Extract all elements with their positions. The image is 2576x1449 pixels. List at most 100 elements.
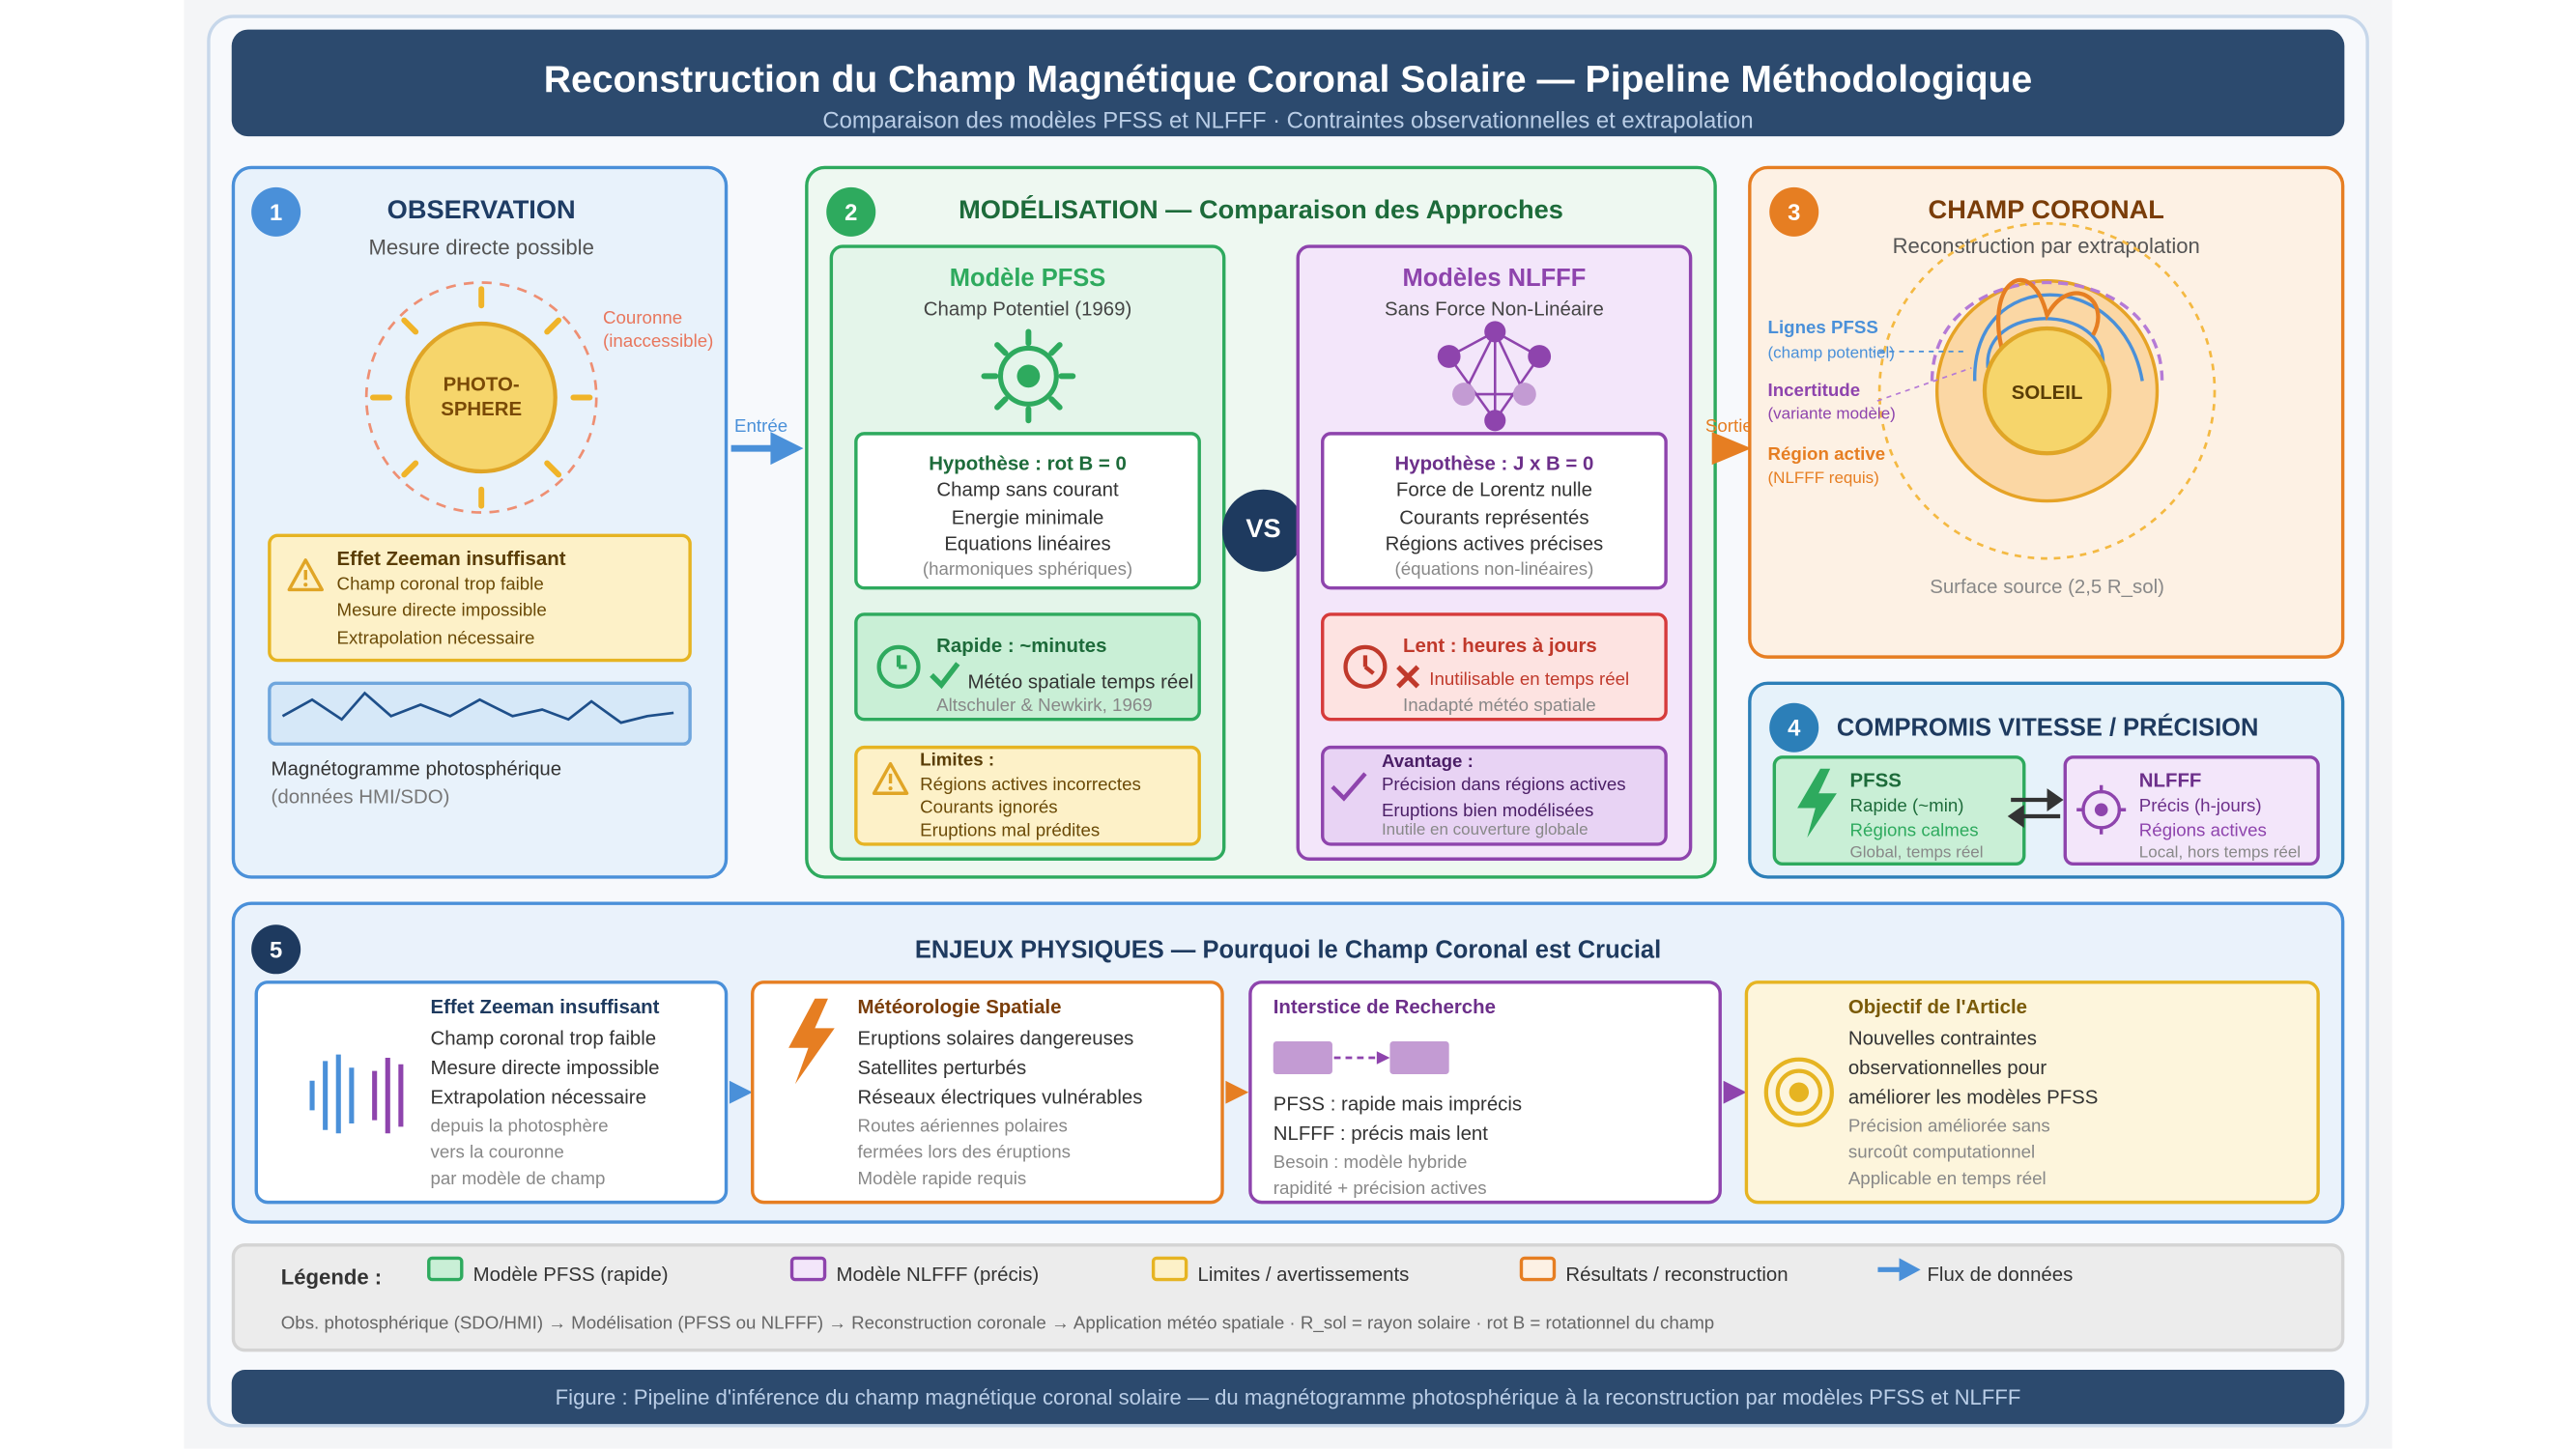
stake-gap-title: Interstice de Recherche	[1273, 995, 1496, 1019]
pfss-hypothesis-line-3: Equations linéaires	[944, 531, 1111, 555]
sortie-label: Sortie	[1704, 416, 1750, 438]
stake-gap-line-1: PFSS : rapide mais imprécis	[1273, 1092, 1523, 1116]
zeeman-line-1: Champ coronal trop faible	[336, 575, 544, 595]
legend-swatch-limits	[1151, 1256, 1188, 1282]
stake-gap-note-2: rapidité + précision actives	[1273, 1179, 1487, 1200]
pfss-hypothesis-box	[854, 432, 1201, 590]
stake-objective-line-1: Nouvelles contraintes	[1847, 1026, 2037, 1050]
pfss-speed-title: Rapide : ~minutes	[936, 634, 1107, 658]
nlfff-advantage-2: Eruptions bien modélisées	[1381, 801, 1594, 822]
step-number-4: 4	[1769, 702, 1819, 753]
step-number-1: 1	[251, 186, 301, 237]
observation-subtitle: Mesure directe possible	[368, 235, 594, 260]
tradeoff-pfss-usage: Global, temps réel	[1849, 843, 1984, 863]
stake-zeeman-note-1: depuis la photosphère	[430, 1117, 609, 1137]
uncertainty-sublabel: (variante modèle)	[1767, 405, 1896, 424]
coronal-title: CHAMP CORONAL	[1928, 197, 2164, 225]
nlfff-title: Modèles NLFFF	[1402, 264, 1587, 293]
nlfff-subtitle: Sans Force Non-Linéaire	[1385, 297, 1604, 321]
stake-objective-note-1: Précision améliorée sans	[1847, 1117, 2050, 1137]
advantage-check-icon	[1331, 772, 1367, 802]
stake-weather-note-1: Routes aériennes polaires	[857, 1117, 1068, 1137]
observation-panel	[231, 165, 729, 879]
step-number-2: 2	[826, 186, 876, 237]
cross-icon	[1396, 665, 1420, 689]
zeeman-warning-box	[268, 533, 692, 663]
entree-label: Entrée	[734, 416, 788, 438]
stake-card-objective	[1744, 980, 2320, 1205]
legend-item-flow: Flux de données	[1927, 1263, 2074, 1287]
pfss-lines-label: Lignes PFSS	[1767, 318, 1878, 339]
pfss-hypothesis-line-2: Energie minimale	[951, 505, 1104, 529]
nlfff-advantage-title: Avantage :	[1381, 752, 1474, 773]
stake-weather-line-3: Réseaux électriques vulnérables	[857, 1085, 1143, 1109]
warning-icon	[287, 558, 324, 592]
modelisation-title: MODÉLISATION — Comparaison des Approches	[959, 197, 1563, 225]
step-number-3: 3	[1769, 186, 1819, 237]
stake-arrow-2-icon	[1225, 1080, 1249, 1104]
nlfff-hypothesis-box	[1321, 432, 1668, 590]
legend-item-limits: Limites / avertissements	[1197, 1263, 1410, 1287]
sun-label: SOLEIL	[2011, 381, 2083, 405]
gap-bridge-icon	[1273, 1040, 1449, 1074]
legend-box	[231, 1243, 2345, 1352]
slow-clock-icon	[1343, 644, 1388, 689]
nlfff-hypothesis-note: (équations non-linéaires)	[1394, 559, 1594, 581]
clock-icon	[876, 644, 921, 689]
pfss-hypothesis-title: Hypothèse : rot B = 0	[929, 451, 1127, 475]
magnetogram-label: Magnétogramme photosphérique	[271, 756, 562, 781]
lightning-bolt-icon	[788, 998, 835, 1085]
stake-zeeman-note-3: par modèle de champ	[430, 1169, 606, 1190]
stake-weather-line-1: Eruptions solaires dangereuses	[857, 1026, 1134, 1050]
spectral-lines-icon	[309, 1054, 404, 1134]
tradeoff-pfss-speed: Rapide (~min)	[1849, 796, 1964, 817]
uncertainty-label: Incertitude	[1767, 381, 1861, 401]
target-crosshair-icon	[2076, 784, 2127, 835]
stake-objective-line-2: observationnelles pour	[1847, 1056, 2047, 1080]
header-banner: Reconstruction du Champ Magnétique Coron…	[231, 29, 2345, 137]
stake-objective-title: Objectif de l'Article	[1847, 995, 2027, 1019]
zeeman-line-2: Mesure directe impossible	[336, 601, 547, 621]
pfss-speed-text: Météo spatiale temps réel	[967, 669, 1194, 694]
page-subtitle: Comparaison des modèles PFSS et NLFFF · …	[822, 106, 1754, 133]
magnetogram-box	[268, 681, 692, 746]
tradeoff-nlfff-usage: Local, hors temps réel	[2138, 843, 2302, 863]
pfss-limits-box	[854, 745, 1201, 846]
nlfff-speed-box	[1321, 612, 1668, 722]
legend-swatch-nlfff	[789, 1256, 827, 1282]
tradeoff-pfss-scope: Régions calmes	[1849, 821, 1979, 841]
magnetogram-signal-icon	[281, 691, 674, 724]
stake-gap-line-2: NLFFF : précis mais lent	[1273, 1122, 1488, 1146]
active-region-label: Région active	[1767, 444, 1886, 466]
legend-item-results: Résultats / reconstruction	[1565, 1263, 1789, 1287]
pfss-hypothesis-note: (harmoniques sphériques)	[922, 559, 1133, 581]
stake-weather-note-3: Modèle rapide requis	[857, 1169, 1027, 1190]
nlfff-speed-note: Inadapté météo spatiale	[1403, 696, 1596, 717]
photosphere-sun-icon	[364, 281, 598, 514]
pfss-limits-title: Limites :	[920, 751, 995, 771]
tradeoff-double-arrow-icon	[2007, 788, 2064, 828]
vs-badge: VS	[1222, 489, 1305, 572]
stake-zeeman-line-1: Champ coronal trop faible	[430, 1026, 657, 1050]
pfss-subtitle: Champ Potentiel (1969)	[923, 297, 1132, 321]
legend-swatch-results	[1519, 1256, 1557, 1282]
nlfff-speed-text: Inutilisable en temps réel	[1429, 669, 1630, 691]
source-surface-label: Surface source (2,5 R_sol)	[1930, 575, 2164, 598]
nlfff-advantage-1: Précision dans régions actives	[1381, 775, 1626, 795]
zeeman-warning-title: Effet Zeeman insuffisant	[336, 547, 566, 571]
corona-reconstruction-icon	[1873, 221, 2217, 560]
zeeman-line-3: Extrapolation nécessaire	[336, 629, 535, 649]
legend-flow-arrow-icon	[1877, 1258, 1921, 1282]
legend-item-nlfff: Modèle NLFFF (précis)	[836, 1263, 1040, 1287]
stake-weather-note-2: fermées lors des éruptions	[857, 1143, 1071, 1163]
legend-swatch-pfss	[427, 1256, 464, 1282]
pfss-gear-icon	[981, 328, 1076, 424]
observation-title: OBSERVATION	[386, 197, 576, 225]
stake-card-zeeman	[254, 980, 729, 1205]
pfss-limit-3: Eruptions mal prédites	[920, 821, 1101, 841]
pfss-limit-2: Courants ignorés	[920, 798, 1058, 818]
legend-item-pfss: Modèle PFSS (rapide)	[472, 1263, 669, 1287]
target-icon	[1763, 1057, 1834, 1127]
stakes-title: ENJEUX PHYSIQUES — Pourquoi le Champ Cor…	[914, 936, 1662, 965]
nlfff-speed-title: Lent : heures à jours	[1403, 634, 1597, 658]
